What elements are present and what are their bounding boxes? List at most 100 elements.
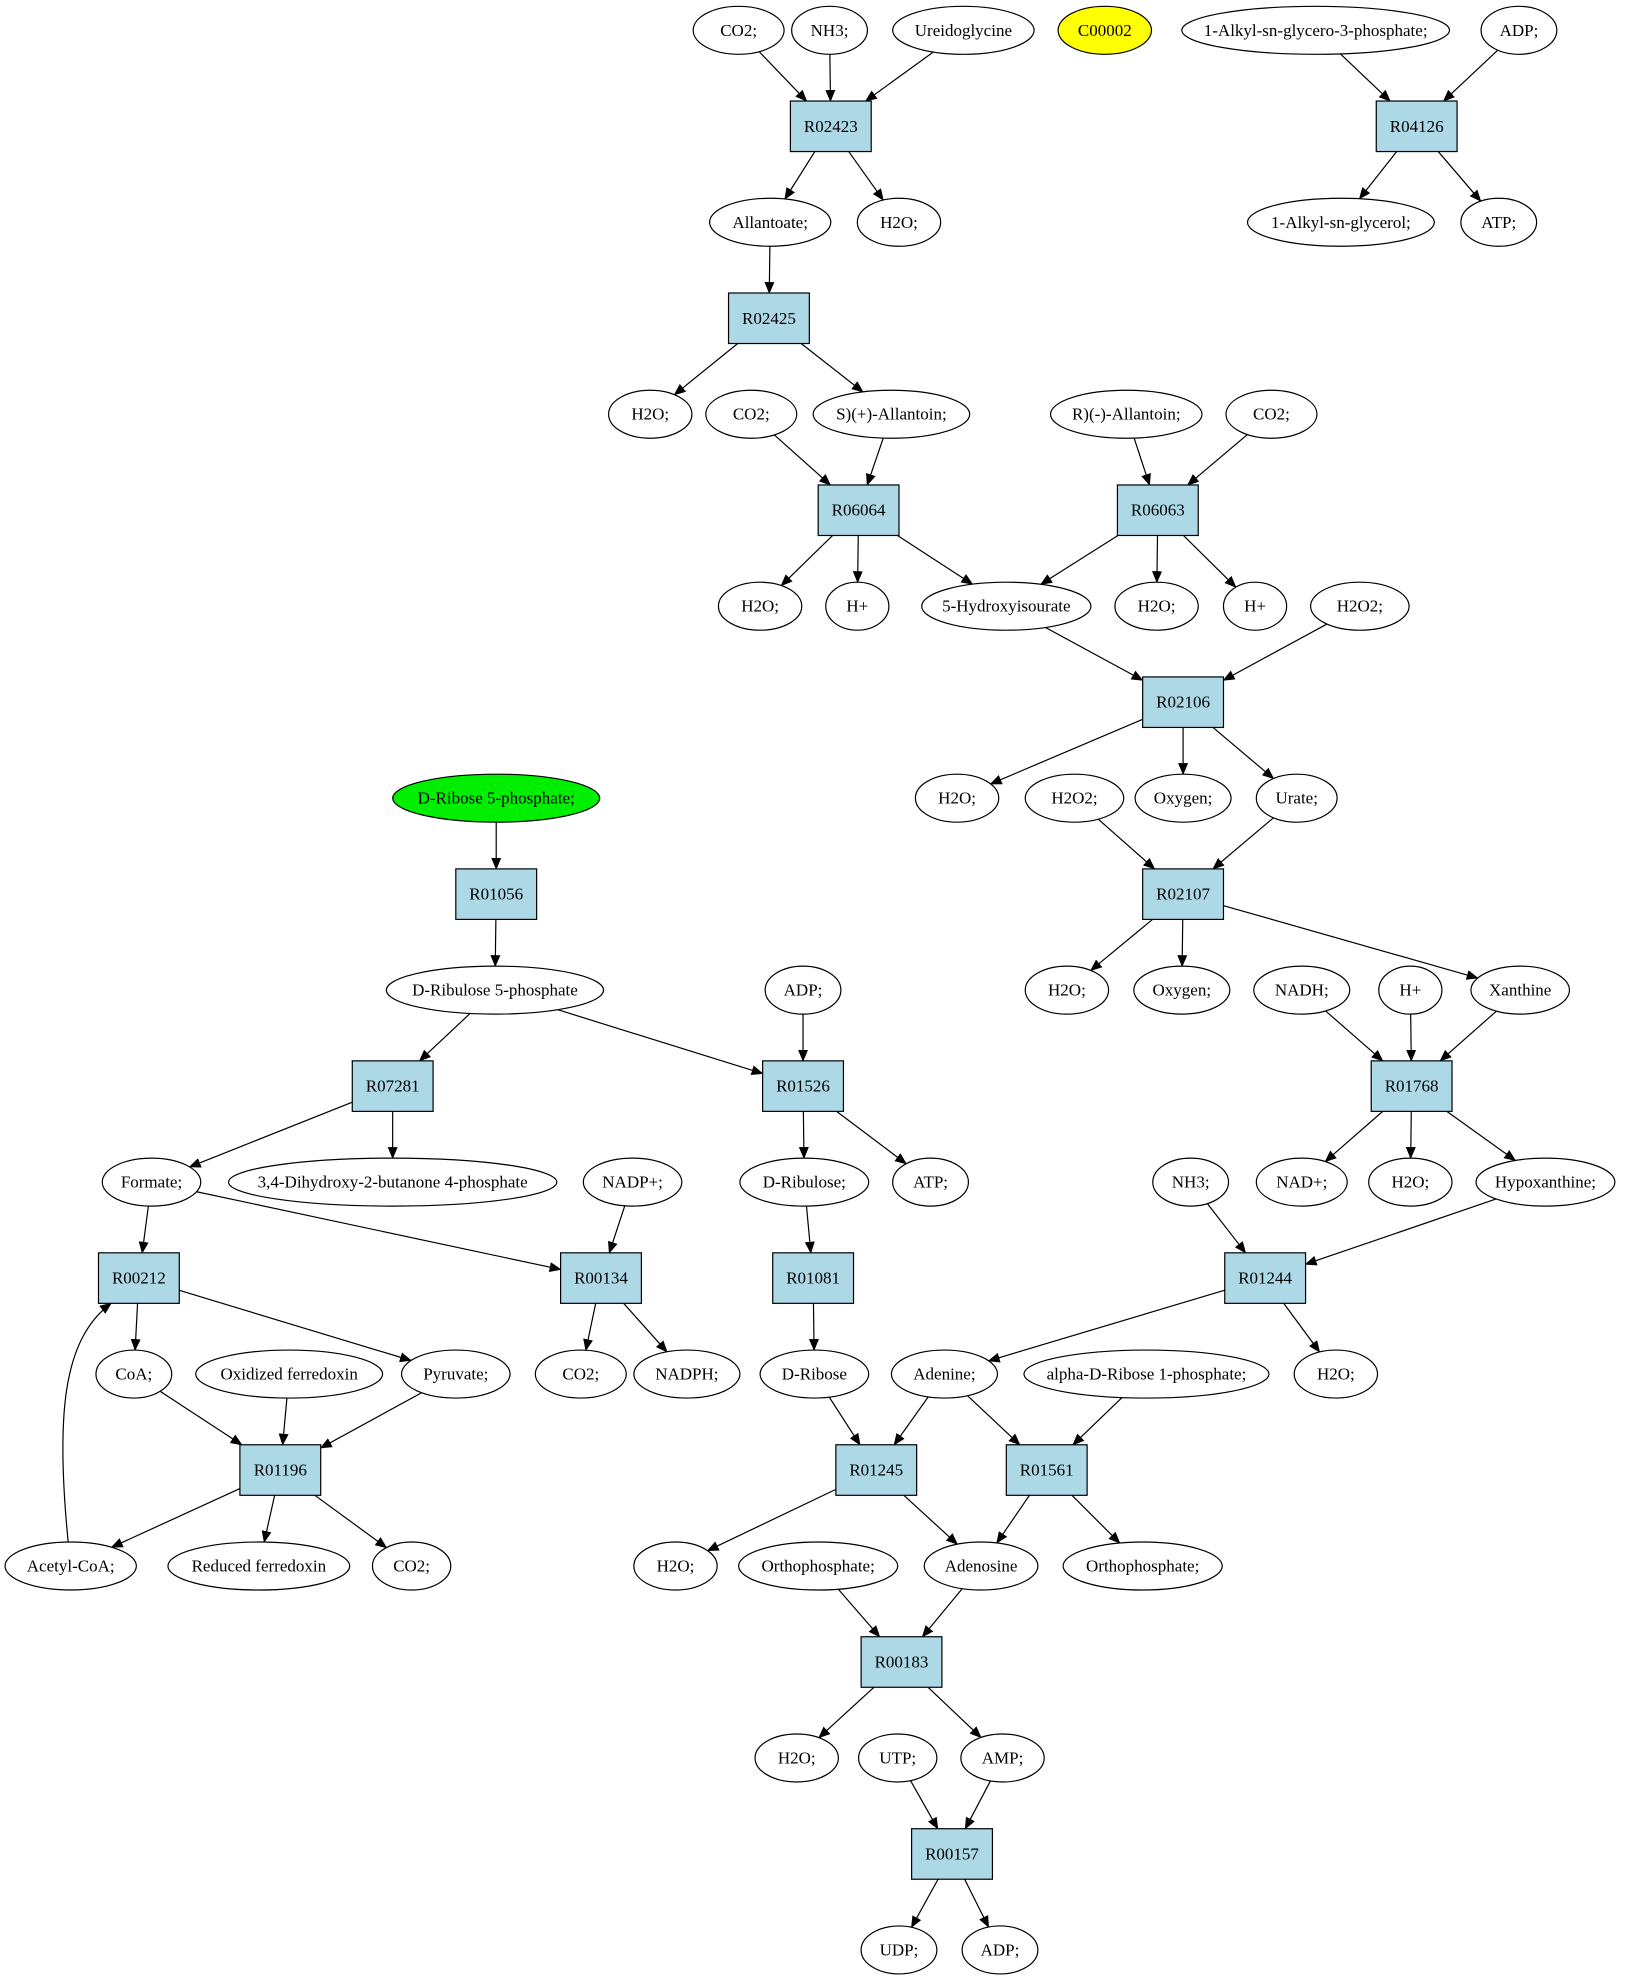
compound-ellipse	[1133, 965, 1231, 1015]
edge-dribulose-to-R01081	[804, 1206, 815, 1254]
compound-node-co2_e[interactable]: CO2;	[371, 1541, 452, 1591]
compound-node-redferredoxin[interactable]: Reduced ferredoxin	[167, 1541, 351, 1591]
compound-node-h2o_h[interactable]: H2O;	[1293, 1349, 1379, 1399]
reaction-node-R01526[interactable]: R01526	[762, 1060, 845, 1112]
node-label: NH3;	[811, 21, 849, 40]
reaction-node-R06063[interactable]: R06063	[1116, 484, 1199, 537]
reaction-node-R02106[interactable]: R02106	[1142, 676, 1225, 729]
compound-node-adp_b[interactable]: ADP;	[764, 965, 842, 1015]
compound-node-co2_d[interactable]: CO2;	[534, 1349, 627, 1399]
compound-node-alkylg[interactable]: 1-Alkyl-sn-glycerol;	[1246, 197, 1435, 247]
compound-node-urate[interactable]: Urate;	[1255, 773, 1338, 823]
compound-node-atp_a[interactable]: ATP;	[1460, 197, 1538, 247]
compound-node-oxygen_a[interactable]: Oxygen;	[1134, 773, 1232, 823]
compound-node-co2_c[interactable]: CO2;	[1225, 389, 1318, 439]
compound-node-s_allantoin[interactable]: S)(+)-Allantoin;	[812, 389, 971, 439]
compound-node-nadpplus[interactable]: NADP+;	[582, 1157, 683, 1207]
compound-node-h2o_c[interactable]: H2O;	[717, 581, 803, 631]
compound-node-h2o_g[interactable]: H2O;	[1368, 1157, 1453, 1207]
compound-node-oxygen_b[interactable]: Oxygen;	[1133, 965, 1231, 1015]
compound-ellipse	[923, 1541, 1039, 1591]
compound-node-atp_b[interactable]: ATP;	[892, 1157, 970, 1207]
compound-node-h2o_a[interactable]: H2O;	[856, 197, 942, 247]
compound-node-coa[interactable]: CoA;	[95, 1349, 173, 1399]
compound-node-hydroxyisourate[interactable]: 5-Hydroxyisourate	[921, 581, 1092, 631]
compound-ellipse	[400, 1349, 511, 1399]
reaction-node-R07281[interactable]: R07281	[351, 1060, 434, 1112]
node-label: S)(+)-Allantoin;	[836, 405, 947, 424]
compound-node-utp[interactable]: UTP;	[857, 1733, 938, 1783]
compound-node-nadplus[interactable]: NAD+;	[1255, 1157, 1348, 1207]
reaction-node-R00134[interactable]: R00134	[560, 1252, 643, 1304]
compound-node-nadph[interactable]: NADPH;	[633, 1349, 741, 1399]
compound-node-nh3_b[interactable]: NH3;	[1152, 1157, 1230, 1207]
compound-node-formate[interactable]: Formate;	[101, 1157, 202, 1207]
compound-node-dribulose[interactable]: D-Ribulose;	[739, 1157, 870, 1207]
compound-node-h2o_f[interactable]: H2O;	[1024, 965, 1110, 1015]
reaction-node-R00212[interactable]: R00212	[97, 1252, 180, 1304]
compound-ellipse	[1057, 5, 1153, 55]
reaction-node-R01768[interactable]: R01768	[1370, 1060, 1453, 1112]
compound-ellipse	[534, 1349, 627, 1399]
reaction-node-R01244[interactable]: R01244	[1224, 1252, 1307, 1304]
compound-node-pyruvate[interactable]: Pyruvate;	[400, 1349, 511, 1399]
compound-node-dribose[interactable]: D-Ribose	[759, 1349, 870, 1399]
compound-ellipse	[1480, 5, 1558, 55]
compound-node-orthophos_b[interactable]: Orthophosphate;	[1062, 1541, 1223, 1591]
reaction-node-R01196[interactable]: R01196	[239, 1444, 322, 1496]
compound-node-dhbp[interactable]: 3,4-Dihydroxy-2-butanone 4-phosphate	[227, 1157, 558, 1207]
compound-node-ureido[interactable]: Ureidoglycine	[892, 5, 1035, 55]
reaction-node-R02423[interactable]: R02423	[789, 100, 872, 153]
node-label: 3,4-Dihydroxy-2-butanone 4-phosphate	[258, 1173, 528, 1192]
compound-node-ribulose5p[interactable]: D-Ribulose 5-phosphate	[385, 965, 605, 1015]
compound-node-hplus_a[interactable]: H+	[825, 581, 890, 631]
reaction-node-R02425[interactable]: R02425	[727, 292, 810, 345]
compound-node-adenosine[interactable]: Adenosine	[923, 1541, 1039, 1591]
compound-node-hplus_c[interactable]: H+	[1378, 965, 1443, 1015]
compound-node-co2_b[interactable]: CO2;	[705, 389, 798, 439]
compound-node-h2o_j[interactable]: H2O;	[754, 1733, 839, 1783]
compound-node-nadh[interactable]: NADH;	[1253, 965, 1351, 1015]
compound-node-orthophos_a[interactable]: Orthophosphate;	[738, 1541, 899, 1591]
reaction-node-R02107[interactable]: R02107	[1142, 868, 1225, 921]
compound-node-adenine[interactable]: Adenine;	[890, 1349, 999, 1399]
compound-node-h2o_e[interactable]: H2O;	[914, 773, 1000, 823]
compound-node-hypoxanthine[interactable]: Hypoxanthine;	[1475, 1157, 1616, 1207]
compound-node-h2o2_b[interactable]: H2O2;	[1024, 773, 1125, 823]
compound-node-adp_a[interactable]: ADP;	[1480, 5, 1558, 55]
compound-node-adr1p[interactable]: alpha-D-Ribose 1-phosphate;	[1023, 1349, 1270, 1399]
compound-node-nh3_a[interactable]: NH3;	[791, 5, 869, 55]
compound-node-h2o2_a[interactable]: H2O2;	[1310, 581, 1410, 631]
reaction-node-R04126[interactable]: R04126	[1375, 100, 1458, 153]
compound-node-allantoate[interactable]: Allantoate;	[708, 197, 832, 247]
compound-node-udp[interactable]: UDP;	[860, 1925, 938, 1975]
compound-node-c00002[interactable]: C00002	[1057, 5, 1153, 55]
edge-co2_a-to-R02423	[758, 51, 808, 102]
compound-node-h2o_d[interactable]: H2O;	[1114, 581, 1199, 631]
reaction-node-R00183[interactable]: R00183	[860, 1636, 943, 1688]
compound-node-acetylcoa[interactable]: Acetyl-CoA;	[4, 1541, 137, 1591]
edge-alkylg3p-to-R04126	[1340, 53, 1391, 102]
reaction-node-R00157[interactable]: R00157	[911, 1828, 994, 1880]
compound-ellipse	[921, 581, 1092, 631]
compound-node-ribose5p[interactable]: D-Ribose 5-phosphate;	[392, 773, 601, 823]
compound-node-h2o_b[interactable]: H2O;	[607, 389, 693, 439]
compound-node-oxferredoxin[interactable]: Oxidized ferredoxin	[195, 1349, 384, 1399]
node-label: 1-Alkyl-sn-glycero-3-phosphate;	[1204, 21, 1428, 40]
reaction-node-R01245[interactable]: R01245	[835, 1444, 918, 1496]
edge-R06064-to-hplus_a	[852, 535, 863, 584]
compound-node-amp[interactable]: AMP;	[960, 1733, 1045, 1783]
compound-node-alkylg3p[interactable]: 1-Alkyl-sn-glycero-3-phosphate;	[1181, 5, 1451, 55]
reaction-node-R01056[interactable]: R01056	[455, 868, 538, 921]
compound-node-hplus_b[interactable]: H+	[1222, 581, 1288, 631]
compound-node-adp_c[interactable]: ADP;	[961, 1925, 1039, 1975]
compound-node-h2o_i[interactable]: H2O;	[633, 1541, 718, 1591]
compound-node-co2_a[interactable]: CO2;	[692, 5, 785, 55]
reaction-node-R01561[interactable]: R01561	[1005, 1444, 1088, 1496]
node-label: H+	[1399, 981, 1421, 1000]
edge-amp-to-R00157	[964, 1780, 991, 1830]
reaction-node-R01081[interactable]: R01081	[772, 1252, 855, 1304]
reaction-node-R06064[interactable]: R06064	[817, 484, 900, 537]
compound-node-r_allantoin[interactable]: R)(-)-Allantoin;	[1049, 389, 1203, 439]
compound-node-xanthine[interactable]: Xanthine	[1470, 965, 1571, 1015]
